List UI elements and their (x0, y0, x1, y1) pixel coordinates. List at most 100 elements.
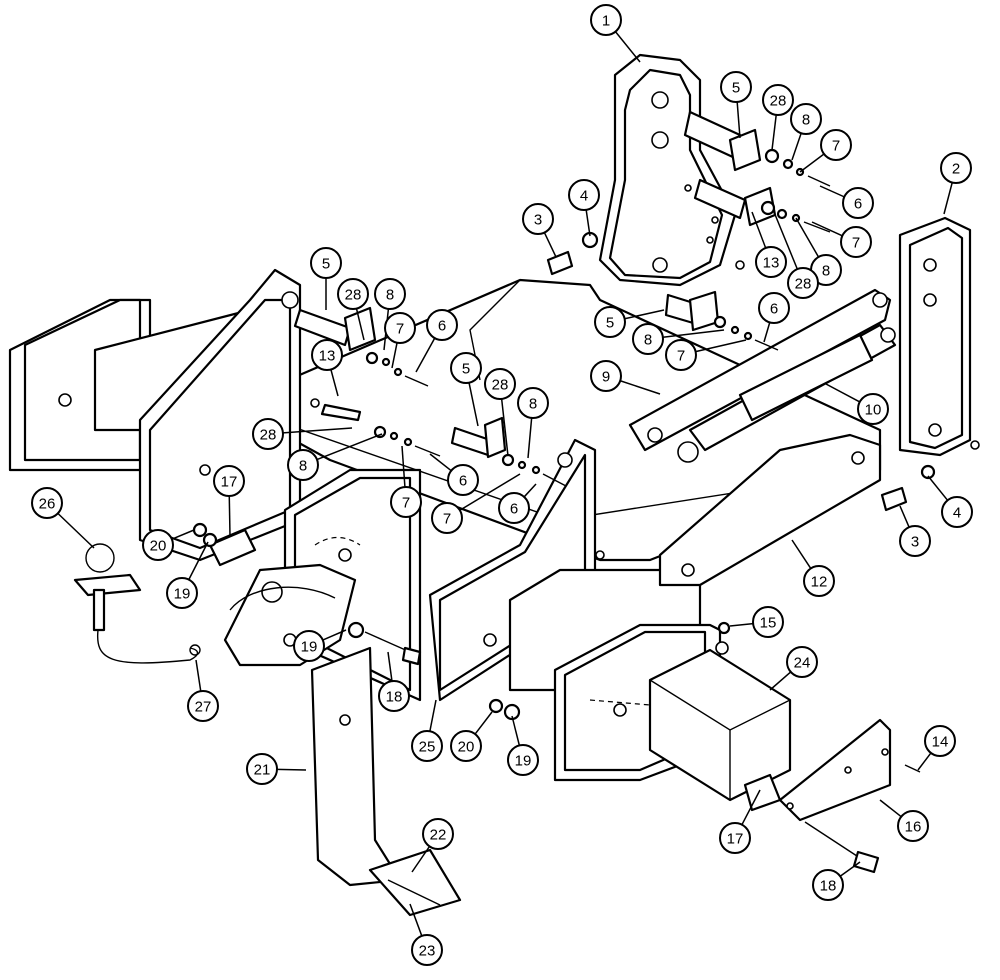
callout-5: 5 (310, 247, 342, 279)
callout-8: 8 (517, 387, 549, 419)
leader-line-15 (729, 622, 754, 627)
callout-circle (447, 464, 479, 496)
callout-number: 8 (529, 396, 537, 413)
leader-line-8 (795, 217, 820, 258)
callout-20: 20 (450, 730, 482, 762)
callout-number: 27 (195, 699, 212, 716)
lynch-pin (73, 543, 201, 664)
callout-5: 5 (594, 306, 626, 338)
callout-23: 23 (411, 934, 443, 966)
callout-13: 13 (311, 339, 343, 371)
callout-number: 28 (795, 276, 812, 293)
callout-circle (594, 306, 626, 338)
callout-circle (940, 152, 972, 184)
callout-14: 14 (924, 725, 956, 757)
leader-line-1 (614, 31, 641, 63)
pin-upper-2 (693, 178, 777, 227)
callout-circle (337, 278, 369, 310)
leader-line-7 (459, 473, 521, 511)
callout-circle (517, 387, 549, 419)
callout-number: 19 (301, 639, 318, 656)
callout-circle (252, 418, 284, 450)
left-mount (8, 268, 302, 562)
callout-circle (213, 465, 245, 497)
callout-number: 6 (510, 501, 518, 518)
leader-line-6 (429, 453, 452, 472)
leader-line-17 (741, 789, 761, 826)
callout-number: 15 (760, 615, 777, 632)
callout-circle (142, 529, 174, 561)
leader-line-27 (195, 659, 202, 692)
leader-line-28 (773, 211, 799, 270)
leader-lines (57, 31, 953, 937)
pin-13-left (310, 398, 362, 422)
callout-circle (590, 4, 622, 36)
callout-number: 13 (319, 348, 336, 365)
callout-number: 23 (419, 943, 436, 960)
right-plate (778, 718, 892, 822)
callout-circle (857, 393, 889, 425)
callout-7: 7 (665, 339, 697, 371)
callout-10: 10 (857, 393, 889, 425)
callout-17: 17 (213, 465, 245, 497)
callout-circle (498, 492, 530, 524)
callout-number: 7 (832, 138, 840, 155)
callout-number: 6 (438, 318, 446, 335)
callout-number: 5 (462, 361, 470, 378)
callout-7: 7 (840, 226, 872, 258)
callout-28: 28 (337, 278, 369, 310)
callout-circle (787, 267, 819, 299)
callout-number: 1 (602, 13, 610, 30)
leader-line-7 (695, 339, 747, 353)
callout-number: 26 (39, 496, 56, 513)
leader-line-5 (736, 101, 741, 139)
callout-7: 7 (384, 312, 416, 344)
callout-circle (758, 292, 790, 324)
callout-number: 18 (820, 878, 837, 895)
callout-17: 17 (719, 822, 751, 854)
callout-circle (719, 822, 751, 854)
callout-28: 28 (252, 418, 284, 450)
callout-circle (840, 226, 872, 258)
leader-line-19 (322, 629, 347, 641)
callout-3: 3 (899, 525, 931, 557)
leader-line-6 (415, 337, 436, 373)
callout-21: 21 (246, 753, 278, 785)
callout-7: 7 (390, 486, 422, 518)
callout-13: 13 (755, 246, 787, 278)
callout-circle (378, 680, 410, 712)
callout-24: 24 (786, 646, 818, 678)
callout-number: 19 (174, 586, 191, 603)
leader-line-21 (276, 768, 307, 771)
callout-circle (590, 360, 622, 392)
leader-line-28 (500, 398, 509, 457)
callout-circle (786, 646, 818, 678)
callout-circle (293, 630, 325, 662)
leader-line-9 (619, 380, 661, 395)
leader-line-8 (316, 433, 383, 461)
leader-line-19 (511, 715, 521, 746)
callout-28: 28 (484, 368, 516, 400)
callout-28: 28 (762, 84, 794, 116)
leader-line-6 (763, 322, 771, 343)
callout-circle (842, 187, 874, 219)
callout-circle (762, 84, 794, 116)
leader-line-5 (624, 309, 665, 320)
leader-line-4 (585, 209, 591, 237)
callout-26: 26 (31, 487, 63, 519)
callout-12: 12 (803, 565, 835, 597)
callout-number: 4 (580, 188, 588, 205)
leader-line-20 (171, 529, 195, 540)
callout-number: 8 (822, 263, 830, 280)
callout-circle (431, 502, 463, 534)
callout-number: 3 (534, 212, 542, 229)
leader-line-26 (57, 512, 95, 549)
callout-circle (812, 869, 844, 901)
leader-line-6 (819, 185, 845, 198)
callout-number: 28 (770, 93, 787, 110)
callout-number: 8 (386, 287, 394, 304)
leader-line-18 (387, 651, 393, 682)
callout-number: 9 (602, 369, 610, 386)
callout-18: 18 (378, 680, 410, 712)
